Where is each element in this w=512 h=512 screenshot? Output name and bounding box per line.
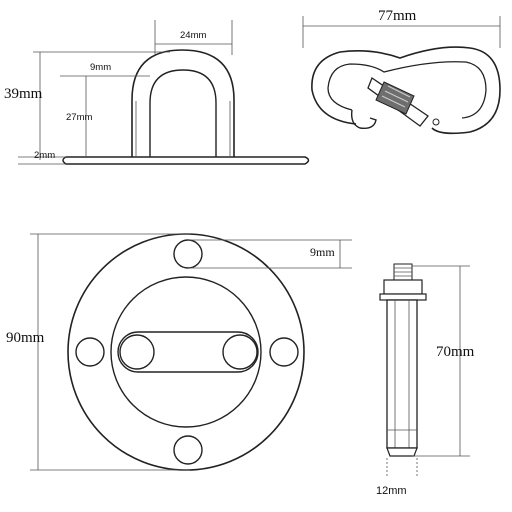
dim-27mm: 27mm — [66, 112, 92, 123]
carabiner-body-inner — [327, 61, 487, 119]
carabiner-body-outer — [311, 46, 501, 135]
plate-inner-circle — [110, 276, 262, 428]
dim-9mm-inner: 9mm — [90, 62, 111, 73]
bolt-nut — [383, 279, 423, 295]
dim-12mm: 12mm — [376, 485, 407, 497]
eye-plate-side-view: 24mm 9mm 39mm 27mm 2mm — [4, 20, 310, 165]
bolt-sleeve — [386, 299, 418, 449]
loop-inner — [149, 69, 217, 157]
dim-39mm: 39mm — [4, 86, 43, 102]
base-plate-top-view: 90mm 9mm — [6, 233, 352, 471]
dim-77mm: 77mm — [378, 8, 417, 24]
dim-9mm-hole: 9mm — [310, 245, 335, 259]
carabiner-hook — [350, 109, 377, 130]
loop-outer — [131, 49, 235, 157]
dim-70mm: 70mm — [436, 344, 475, 360]
mount-hole-right — [269, 337, 299, 367]
anchor-bolt-view: 70mm 12mm — [376, 263, 475, 497]
center-slot — [117, 331, 259, 373]
mount-hole-bottom — [173, 435, 203, 465]
dim-2mm: 2mm — [34, 150, 55, 161]
dim-24mm: 24mm — [180, 30, 206, 41]
mount-hole-top — [173, 239, 203, 269]
mount-hole-left — [75, 337, 105, 367]
bolt-cone — [386, 447, 418, 457]
bolt-washer — [379, 293, 427, 301]
carabiner-lock-sleeve — [375, 81, 415, 115]
dim-90mm: 90mm — [6, 330, 45, 346]
carabiner-view: 77mm — [302, 8, 501, 135]
plate-bar — [62, 156, 310, 165]
